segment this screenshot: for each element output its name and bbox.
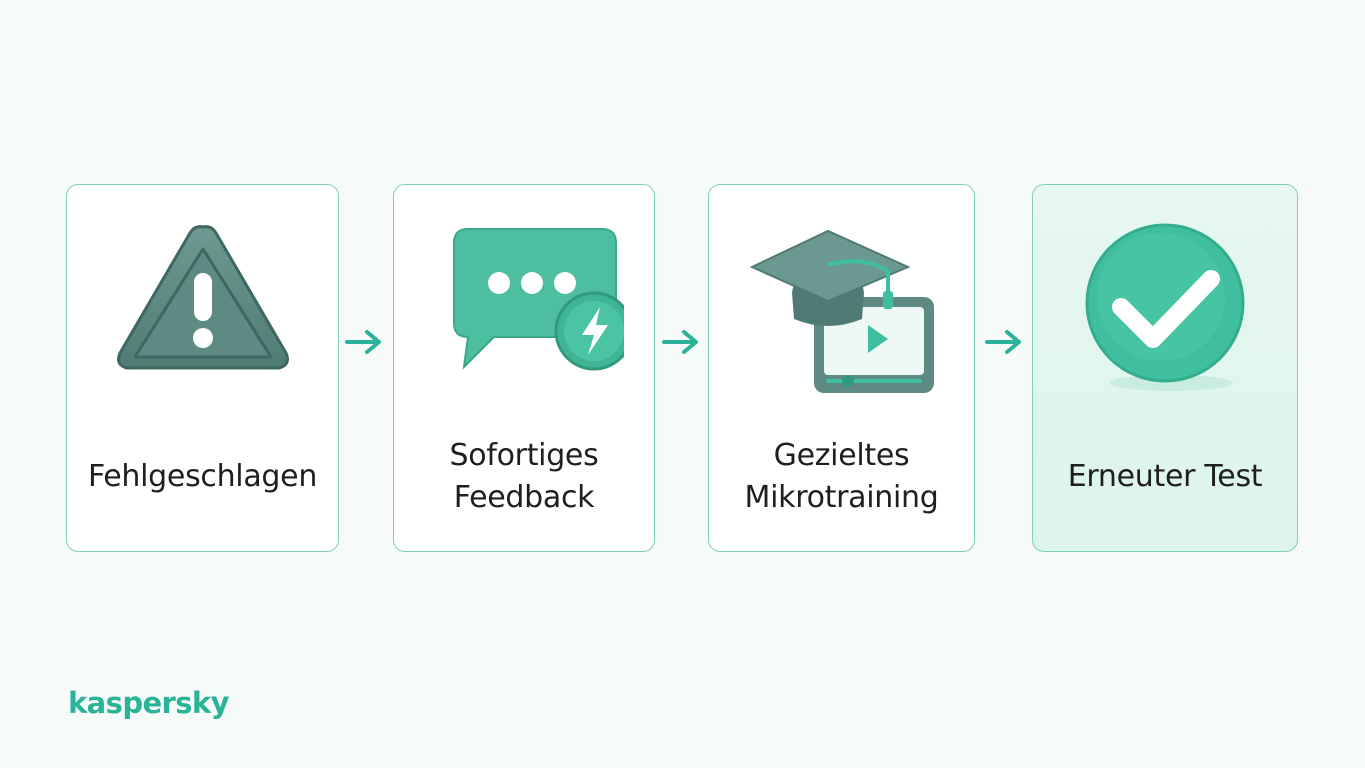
step-label: Erneuter Test xyxy=(1067,459,1263,494)
chat-bubble-lightning-icon xyxy=(424,215,624,405)
step-label: Fehlgeschlagen xyxy=(87,459,318,494)
warning-triangle-icon xyxy=(103,215,303,405)
arrow-right-icon xyxy=(985,328,1025,356)
step-card-failed: Fehlgeschlagen xyxy=(66,184,339,552)
arrow-right-icon xyxy=(662,328,702,356)
graduation-cap-video-icon xyxy=(742,215,942,405)
step-card-retest: Erneuter Test xyxy=(1032,184,1298,552)
step-label: Gezieltes Mikrotraining xyxy=(744,438,939,515)
kaspersky-logo: kaspersky xyxy=(68,686,230,720)
check-circle-icon xyxy=(1065,215,1265,405)
step-label: Sofortiges Feedback xyxy=(449,438,599,515)
step-card-feedback: Sofortiges Feedback xyxy=(393,184,655,552)
arrow-right-icon xyxy=(345,328,385,356)
step-card-microtraining: Gezieltes Mikrotraining xyxy=(708,184,975,552)
